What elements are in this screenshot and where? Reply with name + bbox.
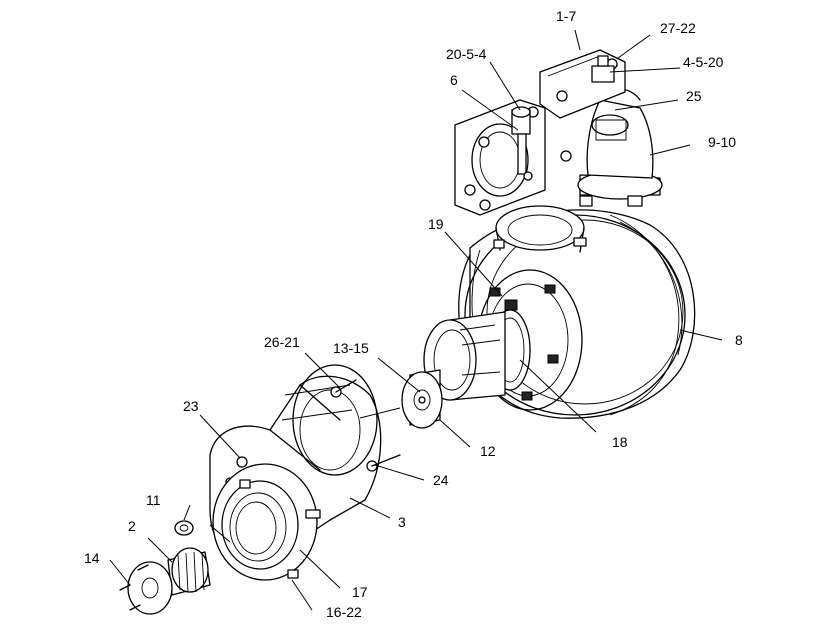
callout-2: 2 xyxy=(128,518,136,534)
callout-11: 11 xyxy=(146,492,161,508)
callout-8: 8 xyxy=(735,332,743,348)
callout-18: 18 xyxy=(612,434,628,450)
suction-flange xyxy=(454,99,546,216)
callout-14: 14 xyxy=(84,550,100,566)
nut xyxy=(174,520,194,536)
callout-26-21: 26-21 xyxy=(264,334,300,350)
callout-4-5-20: 4-5-20 xyxy=(683,54,724,70)
callout-1-7: 1-7 xyxy=(556,8,577,24)
suction-neck xyxy=(493,205,587,253)
bearing-housing xyxy=(212,463,321,581)
callout-9-10: 9-10 xyxy=(708,134,737,150)
callout-6: 6 xyxy=(450,72,458,88)
callout-20-5-4: 20-5-4 xyxy=(446,46,487,62)
callout-17: 17 xyxy=(352,584,368,600)
discharge-flange xyxy=(539,49,626,162)
coupling xyxy=(119,547,211,615)
callout-16-22: 16-22 xyxy=(326,604,362,620)
callout-3: 3 xyxy=(398,514,406,530)
leader-lines xyxy=(109,29,723,611)
callout-13-15: 13-15 xyxy=(333,340,369,356)
callout-19: 19 xyxy=(428,216,444,232)
callout-27-22: 27-22 xyxy=(660,20,696,36)
shaft-sleeve xyxy=(401,369,443,429)
callout-25: 25 xyxy=(686,88,702,104)
impeller xyxy=(423,311,506,401)
callout-24: 24 xyxy=(433,472,449,488)
callout-23: 23 xyxy=(183,398,199,414)
callout-12: 12 xyxy=(480,443,496,459)
